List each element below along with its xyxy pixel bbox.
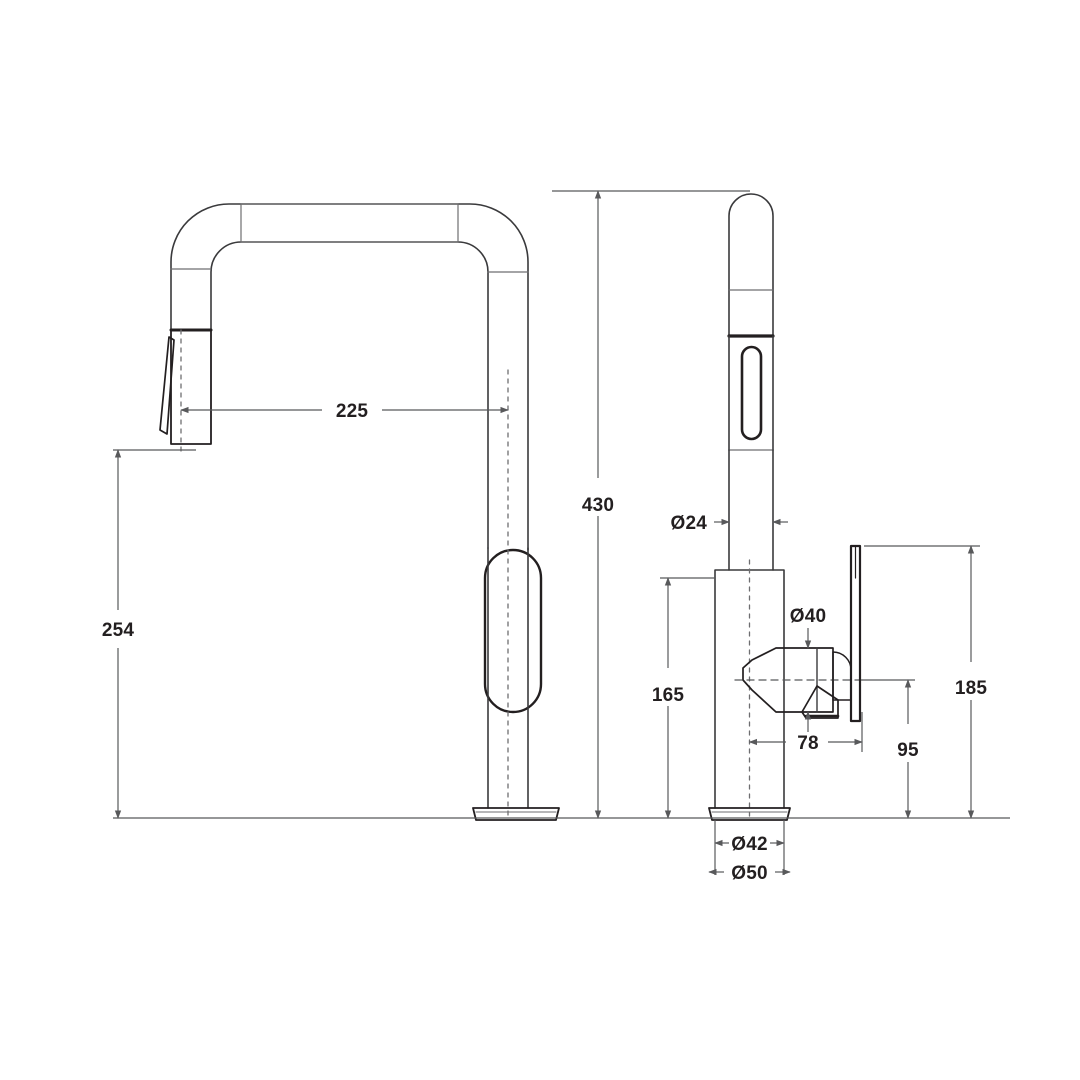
dim-225-label: 225 (336, 401, 369, 422)
dimension-78: 78 (748, 712, 863, 754)
dimension-165: 165 (652, 577, 715, 819)
dim-95-label: 95 (897, 740, 919, 761)
front-base-plate (472, 807, 560, 821)
side-view (708, 193, 868, 821)
dimension-layer: 225 254 430 Ø24 165 (102, 190, 1010, 884)
handle-grip-capsule (483, 548, 543, 714)
dim-50-label: Ø50 (731, 863, 768, 884)
dim-165-label: 165 (652, 685, 685, 706)
front-view (159, 203, 560, 821)
dimension-dia-24: Ø24 (670, 513, 788, 534)
dimension-430: 430 (552, 190, 750, 819)
dimension-254: 254 (102, 449, 1010, 819)
lever-paddle-junction (832, 651, 852, 701)
dim-254-label: 254 (102, 620, 135, 641)
dim-40-label: Ø40 (790, 606, 827, 627)
dimension-185: 185 (864, 545, 988, 819)
dimension-dia-42: Ø42 (714, 820, 785, 875)
dimension-225: 225 (180, 401, 509, 422)
dimension-95: 95 (862, 679, 919, 819)
dim-24-label: Ø24 (670, 513, 707, 534)
dim-78-label: 78 (797, 733, 819, 754)
dimension-dia-40: Ø40 (790, 606, 827, 732)
spray-mode-button-slot (740, 345, 763, 441)
spray-trigger-lever (159, 336, 175, 435)
dimension-dia-50: Ø50 (708, 863, 791, 884)
dim-185-label: 185 (955, 678, 988, 699)
dim-430-label: 430 (582, 495, 614, 516)
dim-42-label: Ø42 (731, 834, 768, 855)
lever-tail (801, 685, 839, 719)
side-base-plate (708, 807, 791, 821)
lever-paddle (849, 544, 862, 723)
side-spout-cap (728, 193, 774, 291)
